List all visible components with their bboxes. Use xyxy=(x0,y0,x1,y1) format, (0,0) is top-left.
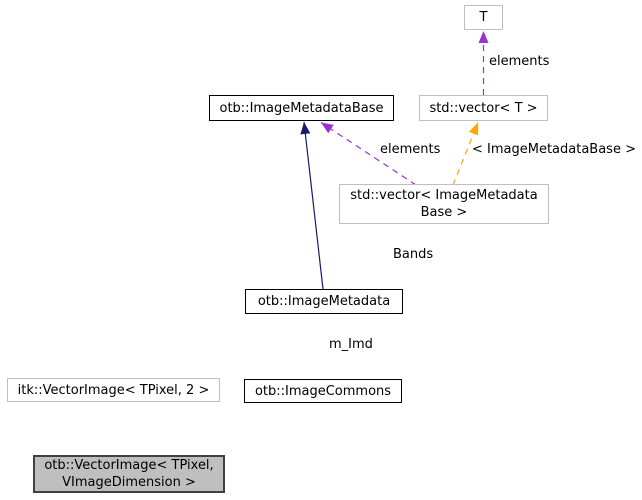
node-otb-imagemetadatabase[interactable]: otb::ImageMetadataBase xyxy=(209,95,394,121)
node-itk-vectorimage: itk::VectorImage< TPixel, 2 > xyxy=(7,378,220,402)
node-otb-imagemetadatabase-label: otb::ImageMetadataBase xyxy=(219,100,384,116)
node-std-vector-imagemetadatabase-line2: Base > xyxy=(420,205,468,220)
node-std-vector-t: std::vector< T > xyxy=(419,95,548,121)
node-std-vector-imagemetadatabase: std::vector< ImageMetadata Base > xyxy=(339,184,549,224)
node-otb-vectorimage-focal: otb::VectorImage< TPixel, VImageDimensio… xyxy=(33,455,225,493)
node-std-vector-imagemetadatabase-line1: std::vector< ImageMetadata xyxy=(350,188,538,203)
node-otb-imagecommons[interactable]: otb::ImageCommons xyxy=(244,379,402,403)
edge-label-elements-mid: elements xyxy=(380,142,441,157)
edge-template-vector-imb-to-vector-t xyxy=(452,122,479,186)
node-std-vector-t-label: std::vector< T > xyxy=(429,100,538,116)
node-t-label: T xyxy=(479,10,488,25)
node-otb-imagecommons-label: otb::ImageCommons xyxy=(254,383,392,399)
node-t: T xyxy=(464,5,503,30)
node-otb-vectorimage-line1: otb::VectorImage< TPixel, xyxy=(44,458,214,473)
edge-label-template-args: < ImageMetadataBase > xyxy=(472,142,636,157)
node-itk-vectorimage-label: itk::VectorImage< TPixel, 2 > xyxy=(17,382,210,398)
node-otb-imagemetadata-label: otb::ImageMetadata xyxy=(257,294,391,309)
edge-label-bands: Bands xyxy=(393,247,434,262)
node-otb-imagemetadata[interactable]: otb::ImageMetadata xyxy=(245,289,403,314)
edge-label-m-imd: m_Imd xyxy=(329,337,373,352)
edge-inheritance-imagemetadata-to-imagemetadatabase xyxy=(300,121,324,290)
node-otb-vectorimage-line2: VImageDimension > xyxy=(62,475,196,490)
edge-usage-elements-vector-imb-to-imagemetadatabase xyxy=(320,121,417,186)
edge-label-elements-top: elements xyxy=(489,54,550,69)
